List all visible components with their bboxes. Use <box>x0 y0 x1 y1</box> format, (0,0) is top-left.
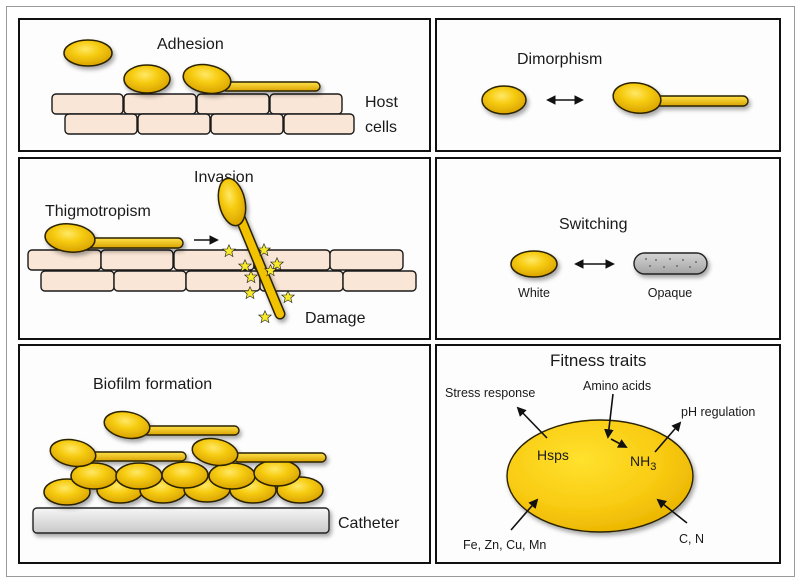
damage-label: Damage <box>305 310 366 327</box>
panel-dimorphism: Dimorphism <box>435 18 781 152</box>
biofilm-cell-mass <box>43 410 327 506</box>
catheter-surface <box>32 507 330 534</box>
ph-regulation-label: pH regulation <box>681 405 755 419</box>
stress-response-label: Stress response <box>445 386 535 400</box>
nh3-label: NH3 <box>630 453 656 473</box>
panel-adhesion: Adhesion Host cells <box>18 18 431 152</box>
adhesion-title: Adhesion <box>157 36 224 53</box>
metals-label: Fe, Zn, Cu, Mn <box>463 538 546 552</box>
switching-title: Switching <box>559 216 627 233</box>
cn-arrow-icon <box>656 498 688 524</box>
yeast-cell-free <box>63 39 113 67</box>
thigmotropism-label: Thigmotropism <box>45 203 151 220</box>
host-cell-layer <box>27 249 417 292</box>
opaque-label: Opaque <box>648 286 693 300</box>
conversion-arrow-icon <box>610 438 628 448</box>
opaque-cell <box>633 252 708 275</box>
panel-switching-border <box>435 157 781 340</box>
amino-arrow-icon <box>604 393 614 439</box>
panel-invasion: Invasion Thigmotropism <box>18 157 431 340</box>
dimorphism-title: Dimorphism <box>517 51 602 68</box>
fungal-cell <box>506 419 694 533</box>
amino-acids-label: Amino acids <box>583 379 651 393</box>
panel-switching: Switching White Opaque <box>435 157 781 340</box>
stress-arrow-icon <box>516 406 548 439</box>
invading-hypha <box>217 177 286 320</box>
metals-arrow-icon <box>510 498 539 531</box>
thigmotropic-hypha <box>44 223 184 253</box>
panel-dimorphism-border <box>435 18 781 152</box>
biofilm-title: Biofilm formation <box>93 376 212 393</box>
carbon-nitrogen-label: C, N <box>679 532 704 546</box>
panel-fitness: Fitness traits Stress response Amino aci… <box>435 344 781 564</box>
invasion-title: Invasion <box>194 169 254 186</box>
ph-arrow-icon <box>654 421 682 453</box>
hyphal-form-cell <box>612 82 749 114</box>
yeast-form-cell <box>481 85 527 115</box>
host-cell-layer <box>51 93 355 135</box>
white-cell <box>510 250 558 278</box>
hyphal-cell-adhered <box>182 63 321 95</box>
fitness-title: Fitness traits <box>550 351 646 370</box>
panel-biofilm: Biofilm formation Catheter <box>18 344 431 564</box>
host-cells-label-line1: Host <box>365 94 398 111</box>
yeast-cell-adhered <box>123 64 171 94</box>
catheter-label: Catheter <box>338 515 400 532</box>
hsps-label: Hsps <box>537 447 569 463</box>
white-label: White <box>518 286 550 300</box>
host-cells-label-line2: cells <box>365 119 397 136</box>
